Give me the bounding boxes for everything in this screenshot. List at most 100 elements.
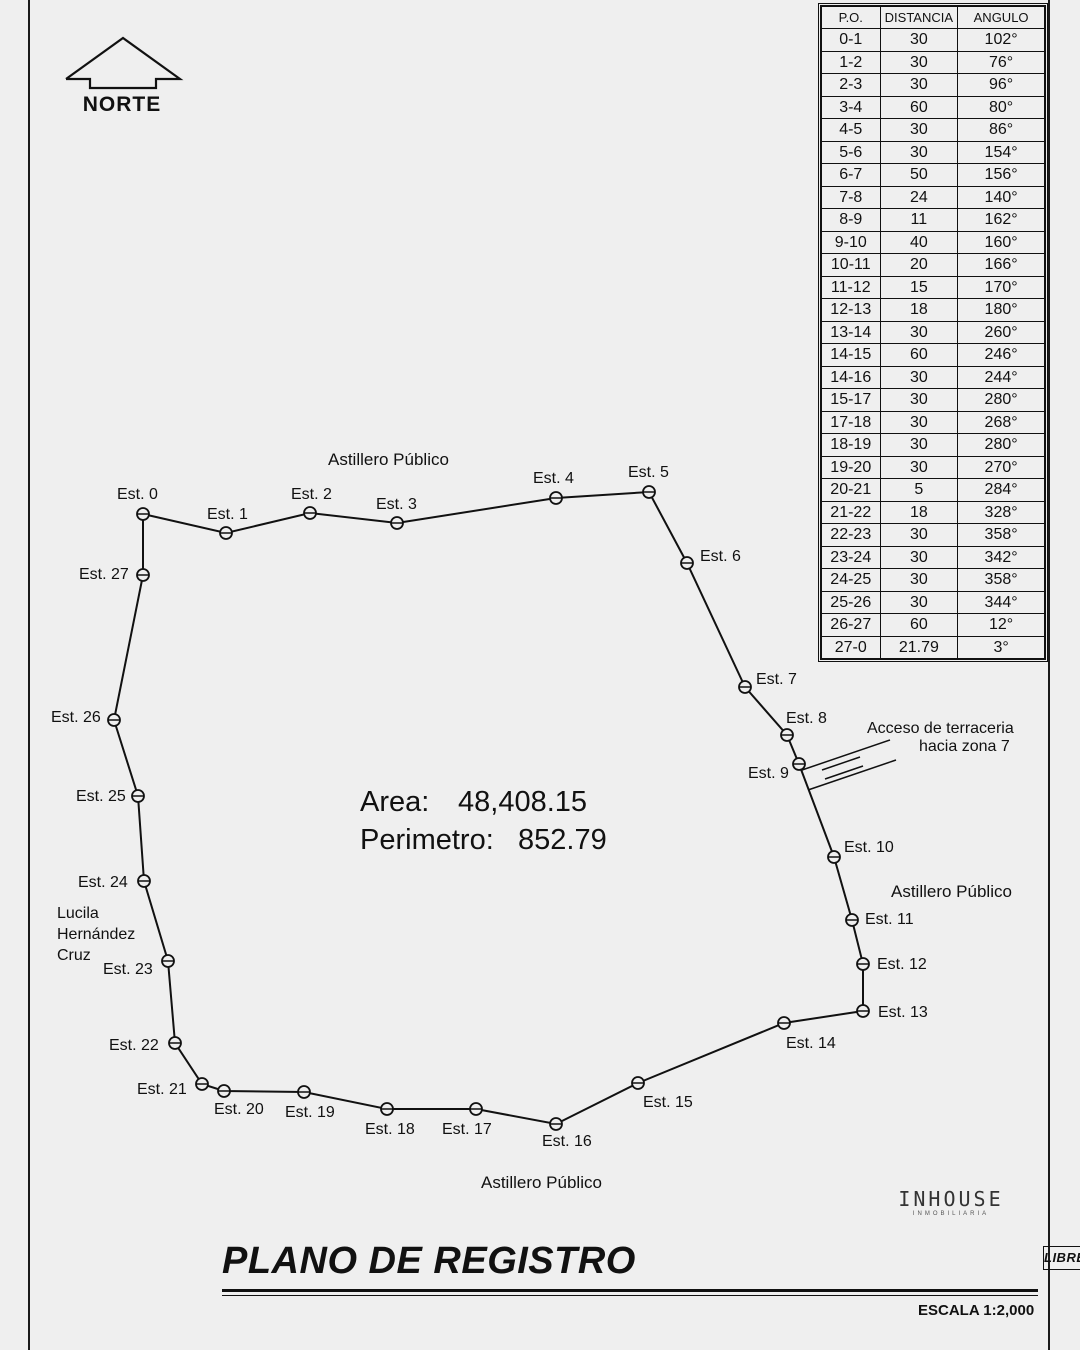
- libreta-cell-po: 14-15: [821, 343, 881, 367]
- title-rule-thin: [222, 1295, 1038, 1296]
- libreta-cell-angulo: 154°: [957, 140, 1045, 164]
- station-marker-0: [136, 507, 150, 521]
- station-label-14: Est. 14: [786, 1035, 836, 1052]
- libreta-header-po: P.O.: [821, 6, 881, 29]
- station-marker-21: [195, 1077, 209, 1091]
- brand-name: INHOUSE: [898, 1187, 1004, 1211]
- area-perimeter-block: Area:48,408.15 Perimetro:852.79: [360, 783, 607, 859]
- libreta-cell-distancia: 30: [879, 140, 959, 164]
- station-marker-26: [107, 713, 121, 727]
- station-label-15: Est. 15: [643, 1094, 693, 1111]
- libreta-cell-distancia: 30: [879, 545, 959, 569]
- north-arrow: NORTE: [60, 36, 190, 126]
- station-label-16: Est. 16: [542, 1133, 592, 1150]
- access-label-line-2: hacia zona 7: [919, 738, 1010, 755]
- boundary-north-label: Astillero Público: [328, 450, 449, 469]
- libreta-cell-po: 0-1: [821, 28, 881, 52]
- station-marker-18: [380, 1102, 394, 1116]
- station-marker-23: [161, 954, 175, 968]
- libreta-cell-angulo: 280°: [957, 388, 1045, 412]
- station-label-1: Est. 1: [207, 506, 248, 523]
- libreta-cell-angulo: 358°: [957, 523, 1045, 547]
- access-road-line-3: [821, 756, 861, 771]
- libreta-title: LIBRETA: [1043, 1246, 1080, 1270]
- station-marker-8: [780, 728, 794, 742]
- station-label-26: Est. 26: [51, 709, 101, 726]
- station-label-17: Est. 17: [442, 1121, 492, 1138]
- station-label-19: Est. 19: [285, 1104, 335, 1121]
- libreta-cell-angulo: 102°: [957, 28, 1045, 52]
- libreta-cell-angulo: 170°: [957, 275, 1045, 299]
- north-arrow-icon: [65, 36, 184, 90]
- libreta-cell-distancia: 30: [879, 118, 959, 142]
- station-marker-27: [136, 568, 150, 582]
- station-label-23: Est. 23: [103, 961, 153, 978]
- libreta-header-angulo: ANGULO: [957, 6, 1045, 29]
- station-label-20: Est. 20: [214, 1101, 264, 1118]
- libreta-cell-angulo: 342°: [957, 545, 1045, 569]
- station-marker-6: [680, 556, 694, 570]
- libreta-cell-po: 12-13: [821, 298, 881, 322]
- libreta-cell-po: 6-7: [821, 163, 881, 187]
- libreta-cell-distancia: 30: [879, 365, 959, 389]
- libreta-cell-distancia: 24: [879, 185, 959, 209]
- station-label-22: Est. 22: [109, 1037, 159, 1054]
- station-marker-11: [845, 913, 859, 927]
- libreta-cell-angulo: 86°: [957, 118, 1045, 142]
- libreta-cell-distancia: 30: [879, 28, 959, 52]
- station-markers: [107, 485, 870, 1131]
- station-marker-1: [219, 526, 233, 540]
- libreta-cell-po: 9-10: [821, 230, 881, 254]
- station-marker-15: [631, 1076, 645, 1090]
- owner-line-2: Hernández: [57, 926, 136, 943]
- brand-logo: INHOUSE INMOBILIARIA: [873, 1187, 1029, 1217]
- station-label-13: Est. 13: [878, 1004, 928, 1021]
- libreta-cell-po: 2-3: [821, 73, 881, 97]
- station-label-4: Est. 4: [533, 470, 574, 487]
- station-marker-13: [856, 1004, 870, 1018]
- libreta-cell-distancia: 21.79: [879, 635, 959, 659]
- libreta-cell-distancia: 50: [879, 163, 959, 187]
- libreta-cell-angulo: 166°: [957, 253, 1045, 277]
- station-label-12: Est. 12: [877, 956, 927, 973]
- access-road-line-1: [801, 739, 891, 771]
- libreta-cell-po: 14-16: [821, 365, 881, 389]
- access-road-line-2: [807, 759, 897, 791]
- station-marker-24: [137, 874, 151, 888]
- libreta-header-distancia: DISTANCIA: [879, 6, 959, 29]
- boundary-south-label: Astillero Público: [481, 1173, 602, 1192]
- station-marker-5: [642, 485, 656, 499]
- boundary-west-owner: Lucila Hernández Cruz: [57, 903, 135, 966]
- station-label-10: Est. 10: [844, 839, 894, 856]
- libreta-cell-po: 11-12: [821, 275, 881, 299]
- station-label-18: Est. 18: [365, 1121, 415, 1138]
- libreta-cell-angulo: 96°: [957, 73, 1045, 97]
- libreta-cell-distancia: 30: [879, 320, 959, 344]
- page-title: PLANO DE REGISTRO: [222, 1240, 636, 1282]
- station-marker-2: [303, 506, 317, 520]
- frame-left-border: [28, 0, 30, 1350]
- station-label-0: Est. 0: [117, 486, 158, 503]
- station-label-2: Est. 2: [291, 486, 332, 503]
- station-label-24: Est. 24: [78, 874, 128, 891]
- station-label-7: Est. 7: [756, 671, 797, 688]
- station-label-21: Est. 21: [137, 1081, 187, 1098]
- access-label-line-1: Acceso de terraceria: [867, 720, 1014, 737]
- area-label: Area:: [360, 786, 430, 818]
- station-marker-14: [777, 1016, 791, 1030]
- libreta-cell-angulo: 12°: [957, 613, 1045, 637]
- station-label-8: Est. 8: [786, 710, 827, 727]
